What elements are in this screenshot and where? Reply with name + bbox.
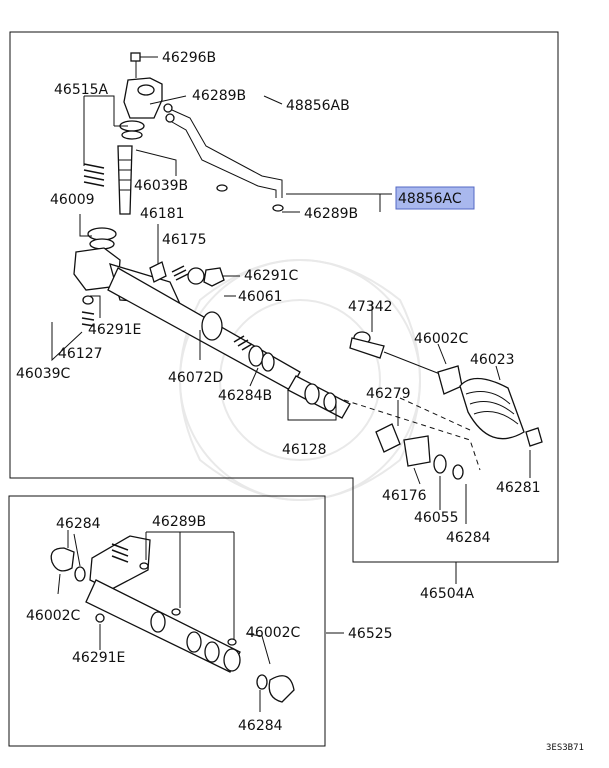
part-labels: 46296B 46515A 46289B 48856AB 46039B 4885… (16, 50, 584, 753)
label-46291E-top: 46291E (88, 322, 141, 338)
label-46002C-top: 46002C (414, 331, 469, 347)
highlight-48856AC (395, 186, 475, 210)
label-46128: 46128 (282, 442, 327, 458)
label-46504A: 46504A (420, 586, 475, 602)
label-46061: 46061 (238, 289, 283, 305)
label-46127: 46127 (58, 346, 103, 362)
label-46515A: 46515A (54, 82, 109, 98)
label-46284-lower: 46284 (56, 516, 101, 532)
label-48856AB: 48856AB (286, 98, 350, 114)
label-46002C-right: 46002C (246, 625, 301, 641)
upper-frame (9, 31, 559, 563)
watermark (179, 259, 421, 501)
label-46291C: 46291C (244, 268, 299, 284)
label-46039C: 46039C (16, 366, 71, 382)
upper-parts (73, 52, 543, 480)
label-46296B: 46296B (162, 50, 216, 66)
label-46284-top: 46284 (446, 530, 491, 546)
label-47342: 47342 (348, 299, 393, 315)
label-46525: 46525 (348, 626, 393, 642)
label-46009: 46009 (50, 192, 95, 208)
label-46281: 46281 (496, 480, 541, 496)
label-46181: 46181 (140, 206, 185, 222)
label-46289B-top: 46289B (192, 88, 246, 104)
label-46072D: 46072D (168, 370, 223, 386)
label-46002C-left: 46002C (26, 608, 81, 624)
leader-lines-lower (57, 530, 344, 712)
label-46175: 46175 (162, 232, 207, 248)
label-46039B: 46039B (134, 178, 188, 194)
lower-parts (50, 535, 295, 703)
label-46284-bottom: 46284 (238, 718, 283, 734)
label-48856AC: 48856AC (398, 191, 462, 207)
label-46279: 46279 (366, 386, 411, 402)
label-46023: 46023 (470, 352, 515, 368)
label-46284B: 46284B (218, 388, 272, 404)
label-46291E-lower: 46291E (72, 650, 125, 666)
label-46176: 46176 (382, 488, 427, 504)
label-46289B-lower: 46289B (152, 514, 206, 530)
leader-lines-upper (51, 56, 531, 584)
label-46055: 46055 (414, 510, 459, 526)
diagram-code: 3ES3B71 (546, 743, 584, 753)
lower-frame (8, 495, 326, 747)
label-46289B-mid: 46289B (304, 206, 358, 222)
